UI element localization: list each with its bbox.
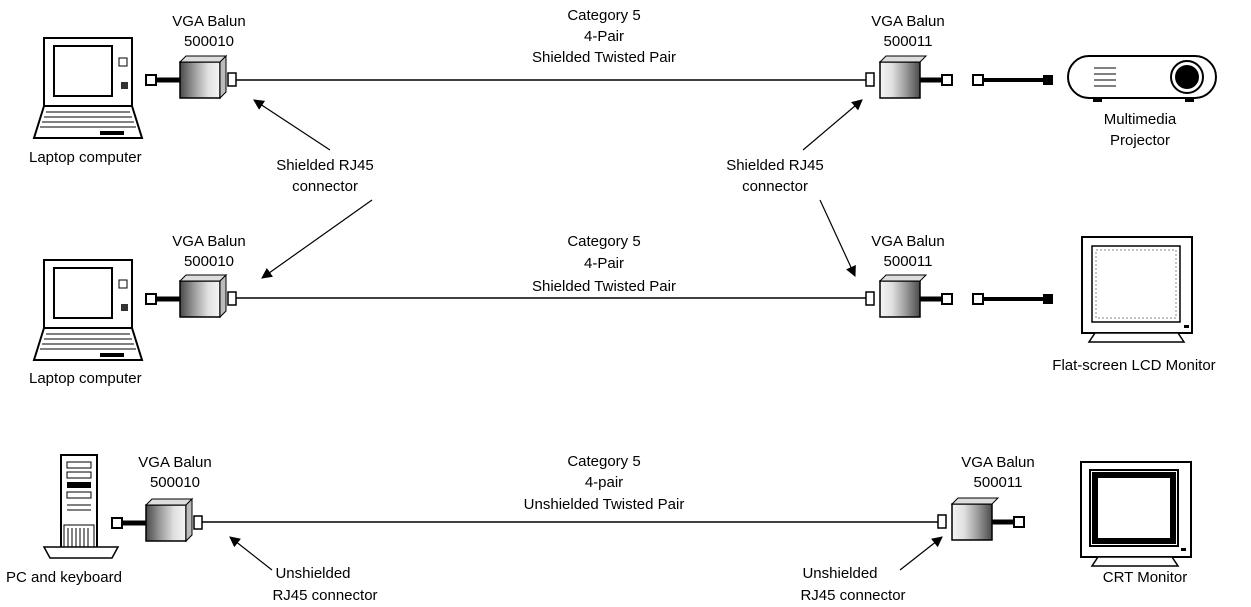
balun-part: 500011 [974, 474, 1023, 491]
vga-balun-500010 [146, 56, 236, 98]
source-label: Laptop computer [29, 149, 142, 166]
vga-balun-500011 [866, 275, 952, 317]
dest-label: CRT Monitor [1103, 569, 1187, 586]
balun-part: 500010 [184, 253, 234, 270]
row-2: Laptop computer VGA Balun 500010 Categor… [29, 233, 1216, 387]
vga-balun-500011 [866, 56, 952, 98]
arrow [253, 99, 331, 151]
arrow [802, 99, 863, 151]
callout-line2: RJ45 connector [272, 587, 377, 604]
callout-line2: RJ45 connector [800, 587, 905, 604]
arrow [261, 199, 373, 279]
vga-cable [971, 73, 1055, 87]
pc-tower-icon [42, 454, 120, 559]
callout-unshielded-left: Unshielded RJ45 connector [229, 536, 378, 604]
callout-line2: connector [292, 178, 358, 195]
row-1: Laptop computer VGA Balun 500010 Categor… [29, 7, 1217, 166]
crt-monitor-icon [1080, 461, 1192, 567]
balun-title: VGA Balun [172, 233, 245, 250]
cable-line3: Shielded Twisted Pair [532, 49, 676, 66]
cable-line2: 4-Pair [584, 255, 624, 272]
balun-part: 500010 [184, 33, 234, 50]
source-label: PC and keyboard [6, 569, 122, 586]
vga-balun-500011 [938, 498, 1024, 540]
vga-balun-500010 [146, 275, 236, 317]
projector-icon [1067, 55, 1217, 102]
lcd-monitor-icon [1081, 236, 1193, 343]
callout-line1: Shielded RJ45 [726, 157, 824, 174]
callout-shielded-right: Shielded RJ45 connector [726, 99, 863, 277]
arrow [819, 199, 856, 277]
dest-label: Flat-screen LCD Monitor [1052, 357, 1215, 374]
cable-line3: Shielded Twisted Pair [532, 278, 676, 295]
callout-shielded-left: Shielded RJ45 connector [253, 99, 374, 279]
cable-line1: Category 5 [567, 7, 640, 24]
balun-title: VGA Balun [961, 454, 1034, 471]
balun-part: 500011 [884, 253, 933, 270]
cable-line2: 4-Pair [584, 28, 624, 45]
callout-line1: Unshielded [275, 565, 350, 582]
callout-unshielded-right: Unshielded RJ45 connector [800, 536, 943, 604]
source-label: Laptop computer [29, 370, 142, 387]
vga-cable [971, 292, 1055, 306]
vga-balun-500010 [112, 499, 202, 541]
callout-line1: Unshielded [802, 565, 877, 582]
cable-line1: Category 5 [567, 453, 640, 470]
laptop-icon [33, 259, 143, 361]
balun-title: VGA Balun [871, 13, 944, 30]
dest-label: Multimedia [1104, 111, 1177, 128]
row-3: PC and keyboard VGA Balun 500010 Categor… [6, 453, 1192, 586]
callout-line1: Shielded RJ45 [276, 157, 374, 174]
balun-title: VGA Balun [172, 13, 245, 30]
cable-line2: 4-pair [585, 474, 623, 491]
balun-part: 500011 [884, 33, 933, 50]
arrow [229, 536, 273, 571]
laptop-icon [33, 37, 143, 139]
balun-title: VGA Balun [138, 454, 211, 471]
callout-line2: connector [742, 178, 808, 195]
cable-line1: Category 5 [567, 233, 640, 250]
cable-line3: Unshielded Twisted Pair [524, 496, 685, 513]
balun-part: 500010 [150, 474, 200, 491]
arrow [899, 536, 943, 571]
dest-label: Projector [1110, 132, 1170, 149]
balun-title: VGA Balun [871, 233, 944, 250]
